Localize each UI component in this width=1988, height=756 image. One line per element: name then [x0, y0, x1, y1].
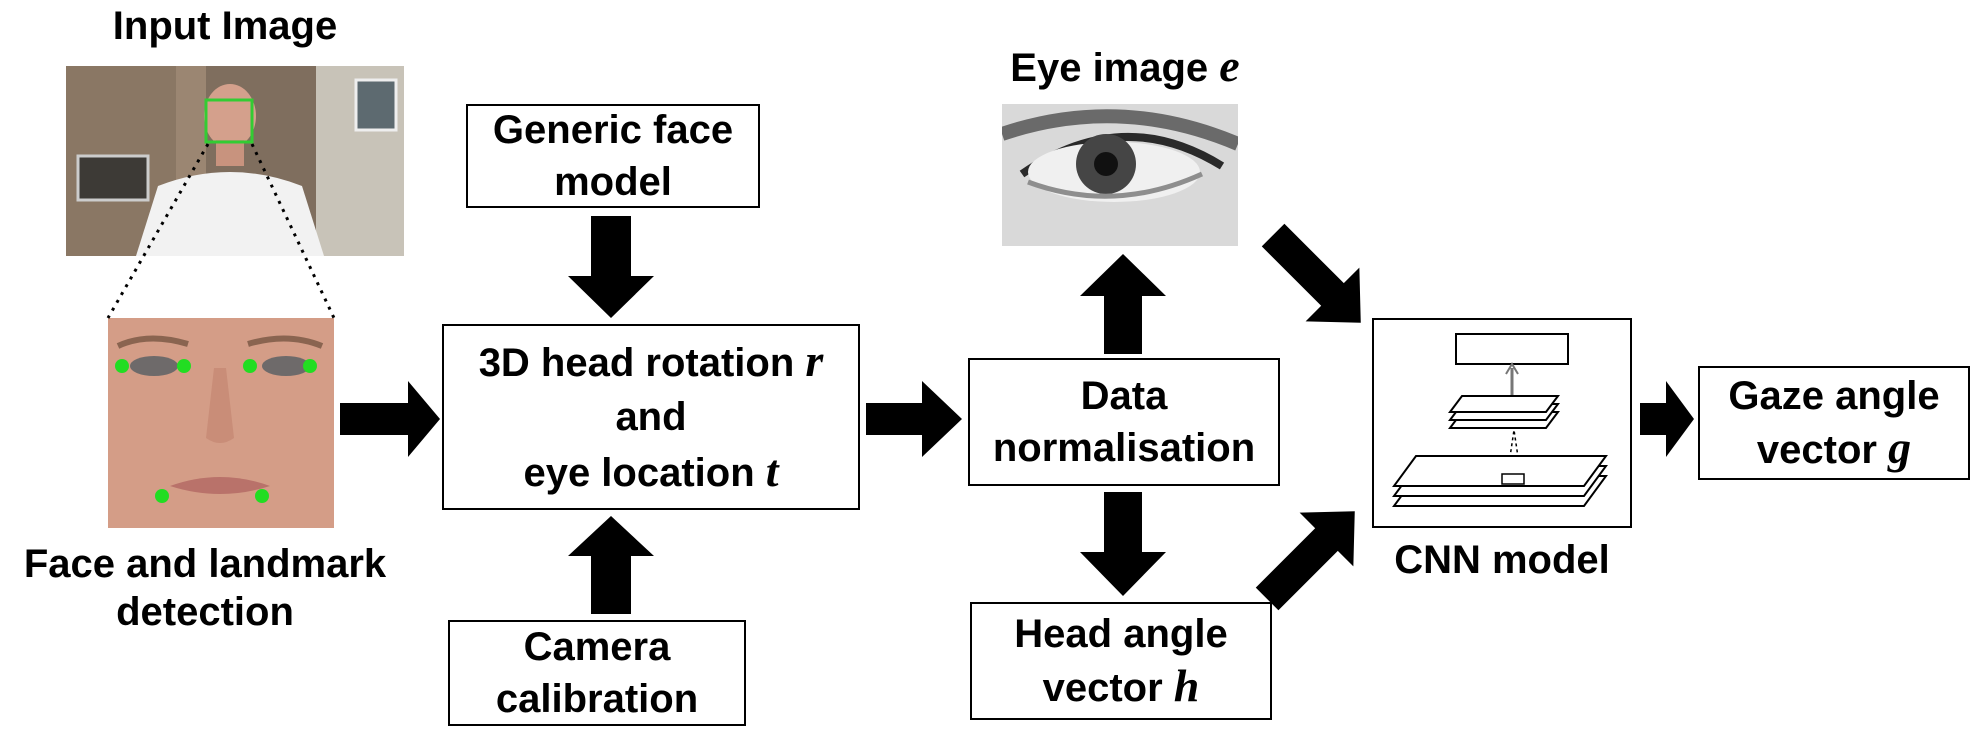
location-variable: t [765, 445, 779, 496]
arrow-face-to-headpose [340, 381, 440, 457]
head-angle-line2-text: vector [1042, 666, 1174, 710]
eye-image [1002, 104, 1238, 246]
camera-calibration-line1: Camera [523, 625, 671, 669]
face-bounding-box [204, 98, 254, 144]
detection-label-line2: detection [116, 590, 294, 634]
arrow-camera-up [568, 516, 654, 614]
generic-face-model-box: Generic face model [466, 104, 760, 208]
output-layer [1455, 333, 1569, 365]
detection-label-line1: Face and landmark [23, 542, 387, 586]
gaze-angle-box: Gaze angle vector g [1698, 366, 1970, 480]
eye-location-text: eye location [523, 451, 766, 495]
arrow-normalisation-up [1080, 254, 1166, 354]
camera-calibration-line2: calibration [495, 677, 699, 721]
arrow-facemodel-down [568, 216, 654, 318]
gaze-angle-line1: Gaze angle [1728, 374, 1940, 418]
eye-image-illustration [1002, 104, 1238, 246]
rotation-variable: r [805, 335, 824, 386]
input-image-illustration [66, 66, 404, 256]
gaze-angle-line2-text: vector [1756, 428, 1889, 472]
data-normalisation-line2: normalisation [992, 426, 1256, 470]
arrow-cnn-to-gaze [1640, 381, 1694, 457]
eye-image-label-text: Eye image [1010, 46, 1220, 90]
head-rotation-text: 3D head rotation [478, 341, 806, 385]
head-angle-box: Head angle vector h [970, 602, 1272, 720]
generic-face-model-line2: model [554, 160, 672, 204]
input-image [66, 66, 404, 256]
arrow-eye-to-cnn [1261, 223, 1361, 323]
head-pose-box: 3D head rotation r and eye location t [442, 324, 860, 510]
gaze-angle-line2: vector g [1757, 422, 1911, 476]
detection-label: Face and landmark detection [0, 540, 410, 636]
arrow-headpose-to-normalisation [866, 381, 962, 457]
arrow-normalisation-down [1080, 492, 1166, 596]
input-image-label: Input Image [112, 4, 338, 48]
head-pose-and: and [615, 395, 687, 439]
head-angle-line1: Head angle [1014, 612, 1228, 656]
head-rotation-line: 3D head rotation r [479, 334, 824, 390]
face-crop-illustration [108, 318, 334, 528]
cnn-layers-illustration [1392, 333, 1608, 507]
cnn-model-box [1372, 318, 1632, 528]
head-angle-variable: h [1173, 660, 1200, 711]
eye-variable: e [1219, 40, 1240, 91]
camera-calibration-box: Camera calibration [448, 620, 746, 726]
eye-image-label: Eye image e [960, 42, 1290, 92]
data-normalisation-line1: Data [1080, 374, 1168, 418]
cnn-model-label: CNN model [1394, 538, 1610, 582]
eye-location-line: eye location t [523, 444, 778, 500]
gaze-variable: g [1888, 422, 1912, 473]
data-normalisation-box: Data normalisation [968, 358, 1280, 486]
face-crop-image [108, 318, 334, 528]
head-angle-line2: vector h [1043, 660, 1200, 714]
generic-face-model-line1: Generic face [492, 108, 734, 152]
